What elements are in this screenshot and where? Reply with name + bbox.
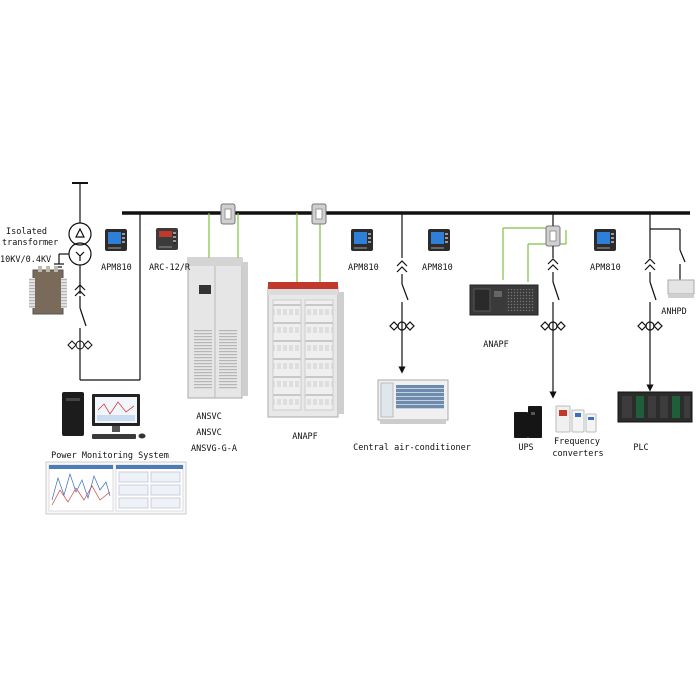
monitoring-screenshots	[45, 461, 187, 515]
meter-icon	[105, 229, 127, 251]
apm810-label-2: APM810	[348, 263, 379, 273]
air-conditioner-icon	[377, 379, 449, 424]
arc-controller-label: ARC-12/R	[149, 263, 190, 273]
anhpd-module-icon	[667, 279, 695, 298]
oil-transformer-icon	[29, 266, 67, 315]
apm810-label-4: APM810	[590, 263, 621, 273]
transformer-label: transformer	[2, 238, 59, 248]
transformer-feeder	[54, 182, 141, 381]
ansvc-cabinet	[187, 257, 248, 399]
frequency-converter-icon	[555, 405, 597, 433]
arc-controller-icon	[156, 228, 178, 250]
apm810-label-1: APM810	[101, 263, 132, 273]
transformer-ct-symbol	[67, 340, 93, 350]
monitoring-system-label: Power Monitoring System	[51, 451, 169, 461]
current-transformer-icon	[311, 203, 327, 225]
apm810-label-3: APM810	[422, 263, 453, 273]
aircon-feeder	[389, 213, 415, 374]
anapf-rack	[469, 284, 539, 316]
plc-feeder	[637, 213, 686, 392]
meter-icon	[351, 229, 373, 251]
ups-icon	[514, 406, 542, 438]
anapf-rack-label: ANAPF	[483, 340, 509, 350]
ansvg-label: ANSVG-G-A	[190, 444, 238, 454]
aircon-label: Central air-conditioner	[353, 443, 471, 453]
anapf-cabinet	[267, 282, 344, 418]
frequency-label-2: converters	[552, 449, 604, 459]
ups-label: UPS	[518, 443, 534, 453]
computer-icon	[62, 392, 146, 439]
anhpd-label: ANHPD	[661, 307, 687, 317]
current-transformer-icon	[220, 203, 236, 225]
voltage-label: 10KV/0.4KV	[0, 255, 52, 265]
ups-feeder	[540, 213, 566, 399]
frequency-label-1: Frequency	[553, 437, 601, 447]
meter-icon	[594, 229, 616, 251]
anapf-cabinet-branch	[296, 213, 321, 288]
ansvc-label-1: ANSVC	[196, 412, 222, 422]
anapf-cabinet-label: ANAPF	[292, 432, 318, 442]
ansvc-label-2: ANSVC	[196, 428, 222, 438]
plc-icon	[617, 391, 693, 423]
plc-label: PLC	[633, 443, 649, 453]
meter-icon	[428, 229, 450, 251]
isolated-label: Isolated	[6, 227, 47, 237]
current-transformer-icon	[545, 225, 561, 247]
